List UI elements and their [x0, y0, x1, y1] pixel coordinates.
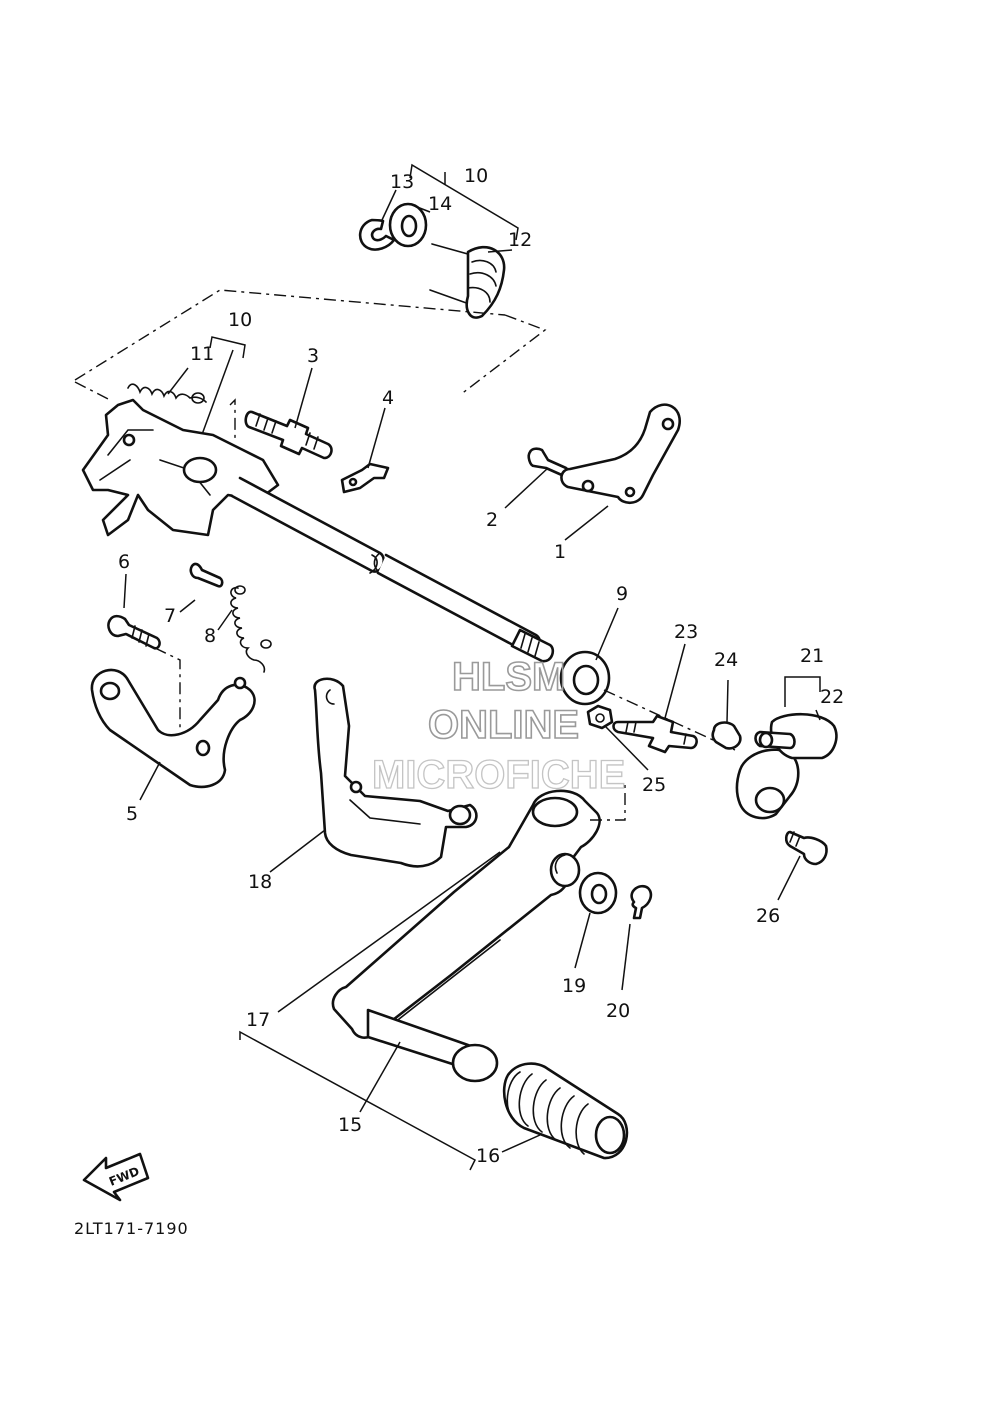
- callout-10-mid: 10: [228, 309, 252, 331]
- callout-3: 3: [307, 345, 319, 367]
- part-14-washer: [388, 202, 431, 248]
- part-2-bolt: [504, 447, 570, 509]
- part-24-nut: [711, 679, 742, 750]
- callout-6: 6: [118, 551, 130, 573]
- callout-22: 22: [820, 686, 844, 708]
- part-21-rod-end-joint: [735, 676, 838, 820]
- part-5-lever-arm: [90, 668, 256, 801]
- part-13-circlip: [358, 189, 397, 251]
- fwd-arrow-icon: FWD: [82, 1152, 150, 1202]
- callout-26: 26: [756, 905, 780, 927]
- callout-17: 17: [246, 1009, 270, 1031]
- callout-12: 12: [508, 229, 532, 251]
- callout-16: 16: [476, 1145, 500, 1167]
- bracket-group-10-mid: [74, 289, 506, 441]
- part-20-circlip: [621, 884, 653, 991]
- callout-13: 13: [390, 171, 414, 193]
- part-6-bolt: [107, 573, 181, 730]
- watermark-line-1: HLSM: [452, 655, 565, 699]
- callout-11: 11: [190, 343, 214, 365]
- part-4-clip: [340, 407, 390, 494]
- part-17-shift-pedal: [277, 780, 626, 1039]
- callout-5: 5: [126, 803, 138, 825]
- callout-1: 1: [554, 541, 566, 563]
- callout-10-top: 10: [464, 165, 488, 187]
- part-19-washer: [574, 871, 618, 969]
- callout-18: 18: [248, 871, 272, 893]
- part-26-bolt: [777, 830, 828, 901]
- callout-2: 2: [486, 509, 498, 531]
- part-16-footpeg-rubber: [501, 1062, 629, 1160]
- callout-23: 23: [674, 621, 698, 643]
- callout-9: 9: [616, 583, 628, 605]
- part-11-spring: [127, 367, 207, 404]
- callout-24: 24: [714, 649, 738, 671]
- callout-21: 21: [800, 645, 824, 667]
- part-12-torsion-spring: [429, 243, 513, 319]
- callout-8: 8: [204, 625, 216, 647]
- part-9-oil-seal: [559, 607, 736, 751]
- part-8-spring: [217, 585, 272, 673]
- part-18-shift-arm: [269, 677, 478, 873]
- callout-labels: 10 13 14 12 10 11 3 4 2 1 6 9 7 8 23 21 …: [118, 165, 844, 1167]
- part-3-stud: [244, 367, 333, 460]
- watermark-line-2: ONLINE: [428, 703, 579, 747]
- callout-7: 7: [164, 605, 176, 627]
- part-25-nut: [586, 704, 649, 771]
- callout-20: 20: [606, 1000, 630, 1022]
- part-7-bolt: [179, 562, 224, 613]
- part-15-pedal-shaft: [239, 1008, 499, 1171]
- shift-shaft-assembly: [81, 398, 555, 663]
- callout-19: 19: [562, 975, 586, 997]
- part-23-bolt: [612, 643, 698, 754]
- drawing-code: 2LT171-7190: [74, 1219, 189, 1238]
- callout-25: 25: [642, 774, 666, 796]
- part-1-stopper-lever: [560, 403, 681, 541]
- callout-14: 14: [428, 193, 452, 215]
- bracket-group-10-top: [409, 163, 547, 396]
- callout-4: 4: [382, 387, 394, 409]
- callout-15: 15: [338, 1114, 362, 1136]
- watermark-line-3: MICROFICHE: [372, 753, 625, 797]
- watermark: HLSM ONLINE MICROFICHE: [371, 654, 626, 797]
